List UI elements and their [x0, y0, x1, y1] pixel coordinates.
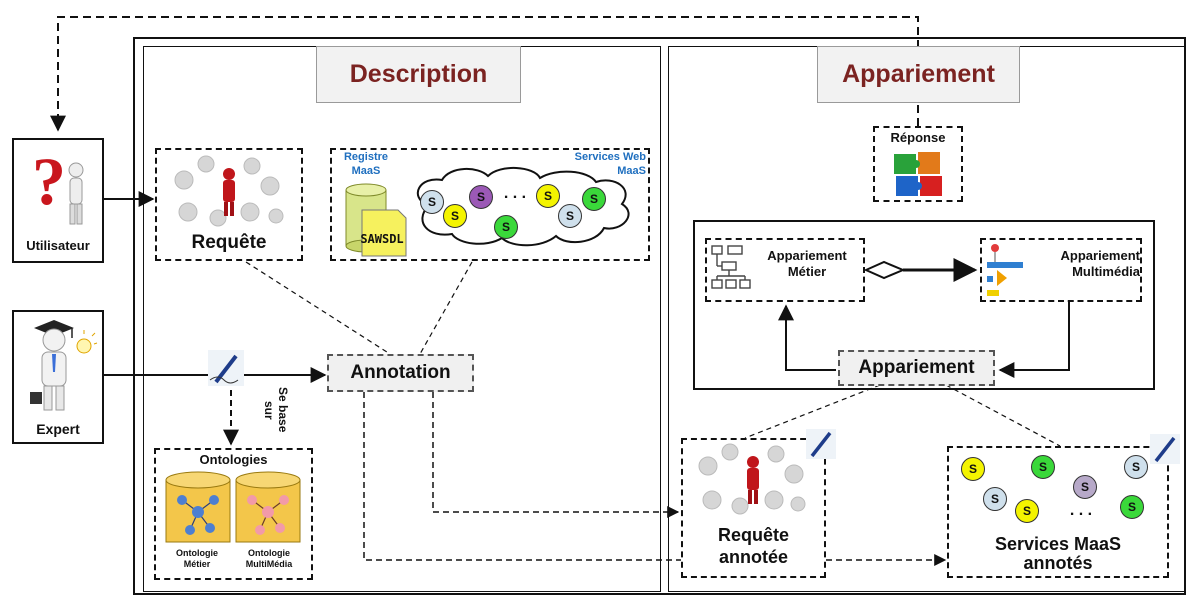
pen-writing-icon	[1150, 434, 1180, 464]
reponse-label: Réponse	[890, 130, 946, 145]
puzzle-icon	[892, 150, 944, 198]
service-s-icon: S	[1031, 455, 1055, 479]
flowchart-icon	[708, 242, 752, 298]
ontologies-title: Ontologies	[199, 452, 268, 467]
service-s-icon: S	[582, 187, 606, 211]
graduate-expert-icon	[24, 316, 98, 414]
requete-label: Requête	[191, 232, 267, 253]
network-database-icon	[160, 470, 308, 548]
sawsdl-label: SAWSDL	[360, 232, 404, 246]
service-s-icon: S	[469, 185, 493, 209]
annotation-box[interactable]: Annotation	[327, 354, 474, 392]
service-s-icon: S	[494, 215, 518, 239]
expert-label: Expert	[36, 421, 80, 437]
service-s-icon: S	[1015, 499, 1039, 523]
service-s-icon: S	[443, 204, 467, 228]
service-s-icon: S	[558, 204, 582, 228]
svg-text:?: ?	[32, 144, 66, 219]
puzzle-person-icon	[166, 152, 292, 230]
service-s-icon: S	[1073, 475, 1097, 499]
aggregation-diamond	[863, 260, 906, 280]
to-metier-arrow	[778, 304, 836, 371]
service-s-icon: S	[983, 487, 1007, 511]
puzzle-person-icon	[690, 442, 816, 518]
matching-engine-box	[693, 220, 1155, 390]
utilisateur-actor[interactable]	[12, 138, 104, 263]
service-s-icon: S	[420, 190, 444, 214]
services-ellipsis: . . .	[1069, 502, 1093, 519]
process-icon	[983, 242, 1027, 300]
services-ellipsis: . . .	[503, 185, 527, 202]
service-s-icon: S	[961, 457, 985, 481]
question-user-icon: ?	[26, 143, 92, 228]
appariement-box[interactable]: Appariement	[838, 350, 995, 386]
database-icon	[340, 180, 410, 258]
based-on-label: Se base sur	[262, 387, 290, 433]
pen-writing-icon	[806, 429, 836, 459]
requete-box[interactable]	[155, 148, 303, 261]
appariement-multimedia-box[interactable]	[980, 238, 1142, 302]
multimedia-to-appariement-arrow	[998, 302, 1070, 378]
description-title: Description	[316, 46, 521, 103]
utilisateur-label: Utilisateur	[26, 238, 90, 253]
appariement-title: Appariement	[817, 46, 1020, 103]
service-s-icon: S	[536, 184, 560, 208]
service-s-icon: S	[1120, 495, 1144, 519]
service-s-icon: S	[1124, 455, 1148, 479]
annotation-to-request-arrow	[432, 392, 680, 518]
pen-writing-icon	[208, 350, 244, 386]
